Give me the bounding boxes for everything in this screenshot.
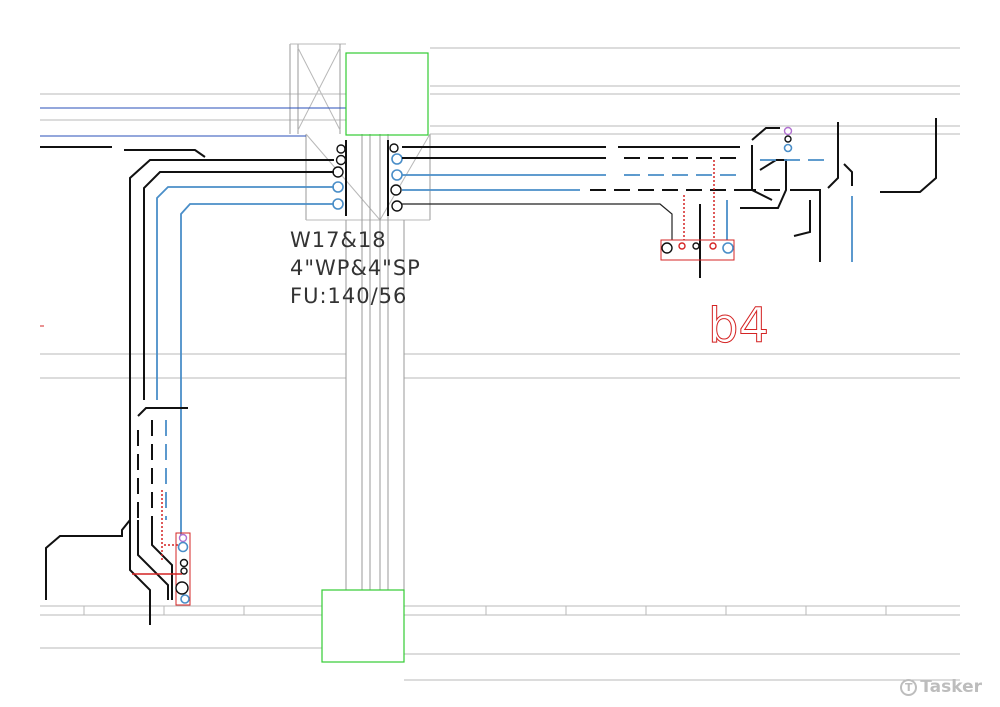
pipes-left-run [40, 146, 334, 625]
watermark-text: Tasker [920, 677, 982, 697]
annotation-line-3: FU:140/56 [290, 284, 407, 308]
annotation-line-1: W17&18 [290, 228, 387, 252]
zone-label: b4 [708, 298, 769, 354]
column-top [345, 52, 429, 136]
annotation-line-2: 4"WP&4"SP [290, 256, 421, 280]
tasker-logo-icon: T [900, 678, 918, 696]
riser-annotation: W17&18 4"WP&4"SP FU:140/56 [290, 228, 421, 308]
shaft-risers [332, 140, 403, 216]
structural-columns [321, 52, 429, 663]
watermark: T Tasker [900, 677, 982, 697]
pipes-right-run [402, 118, 937, 278]
column-bottom [321, 589, 405, 663]
